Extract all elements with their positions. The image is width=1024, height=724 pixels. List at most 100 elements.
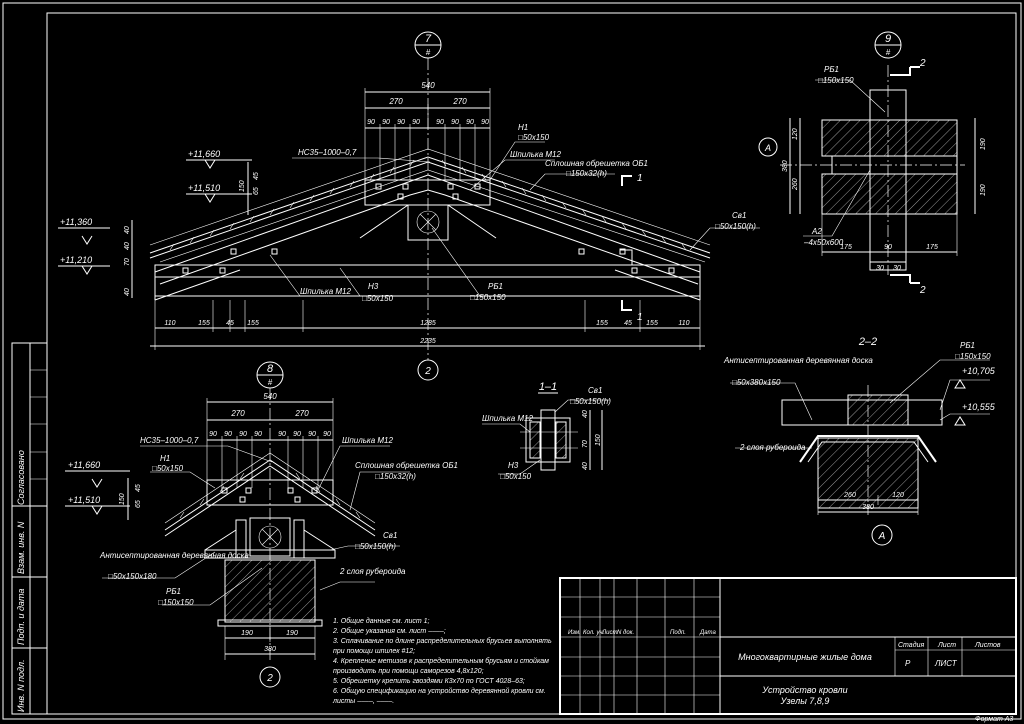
note-line: 1. Общие данные см. лист 1; <box>333 617 430 625</box>
svg-text:А2: А2 <box>811 227 822 236</box>
general-notes: 1. Общие данные см. лист 1; 2. Общие ука… <box>332 617 552 705</box>
svg-text:+11,360: +11,360 <box>60 217 92 227</box>
svg-text:1: 1 <box>637 173 643 184</box>
svg-text:155: 155 <box>247 320 259 327</box>
svg-text:110: 110 <box>164 320 175 327</box>
svg-text:2: 2 <box>919 285 926 296</box>
sheathing-ticks <box>169 159 687 251</box>
svg-text:Н3: Н3 <box>368 282 379 291</box>
svg-text:270: 270 <box>452 97 467 106</box>
side-stamp: Согласовано Взам. инв. N Подп. и дата Ин… <box>11 342 48 715</box>
levels-left: +11,660 +11,510 +11,360 +11,210 <box>58 149 252 275</box>
svg-text:90: 90 <box>884 244 892 251</box>
svg-text:Н1: Н1 <box>518 123 528 132</box>
svg-text:Сплошная обрешетка ОБ1: Сплошная обрешетка ОБ1 <box>545 159 648 168</box>
svg-text:□50х150(h): □50х150(h) <box>715 222 756 231</box>
svg-text:45: 45 <box>624 320 632 327</box>
svg-text:65: 65 <box>135 500 142 508</box>
svg-text:□50х150: □50х150 <box>500 472 532 481</box>
svg-text:Шпилька М12: Шпилька М12 <box>342 436 393 445</box>
svg-text:2 слоя рубероида: 2 слоя рубероида <box>739 443 806 452</box>
svg-text:1–1: 1–1 <box>539 381 557 393</box>
svg-text:380: 380 <box>862 504 874 511</box>
svg-text:Антисептированная деревянная д: Антисептированная деревянная доска <box>723 356 873 365</box>
svg-text:270: 270 <box>388 97 403 106</box>
svg-text:90: 90 <box>481 119 489 126</box>
svg-text:ЛИСТ: ЛИСТ <box>934 659 958 668</box>
svg-text:2–2: 2–2 <box>858 336 877 348</box>
svg-text:+11,660: +11,660 <box>188 149 220 159</box>
svg-text:90: 90 <box>382 119 390 126</box>
svg-text:90: 90 <box>436 119 444 126</box>
title-block: Изм. Кол. уч. Лист N док. Подп. Дата Мно… <box>559 577 1017 715</box>
note-line: 2. Общие указания см. лист ––––; <box>332 627 446 635</box>
note-line: при помощи шпилек #12; <box>333 648 415 655</box>
svg-text:РБ1: РБ1 <box>960 341 975 350</box>
svg-text:90: 90 <box>451 119 459 126</box>
svg-text:□50х380х150: □50х380х150 <box>732 378 781 387</box>
svg-text:40: 40 <box>582 410 589 418</box>
svg-text:90: 90 <box>278 431 286 438</box>
svg-text:90: 90 <box>466 119 474 126</box>
svg-text:Подп.: Подп. <box>670 630 686 636</box>
svg-text:90: 90 <box>254 431 262 438</box>
svg-text:□150х150: □150х150 <box>470 293 506 302</box>
svg-text:70: 70 <box>582 440 589 448</box>
svg-text:□150х150: □150х150 <box>818 76 854 85</box>
note-line: 5. Обрешетку крепить гвоздями К3х70 по Г… <box>333 677 525 685</box>
svg-text:Дата: Дата <box>699 630 716 636</box>
svg-text:70: 70 <box>124 258 131 266</box>
svg-text:540: 540 <box>263 392 277 401</box>
svg-text:Р: Р <box>905 659 911 668</box>
svg-text:Листов: Листов <box>974 642 1001 649</box>
node-marker-9: 9 # <box>874 31 902 59</box>
svg-text:Лист: Лист <box>601 630 617 636</box>
svg-text:90: 90 <box>308 431 316 438</box>
svg-text:Антисептированная деревянная д: Антисептированная деревянная доска <box>99 551 249 560</box>
stamp-agreed: Согласовано <box>16 450 26 505</box>
svg-text:РБ1: РБ1 <box>488 282 503 291</box>
svg-text:#: # <box>268 378 273 387</box>
svg-text:НС35–1000–0,7: НС35–1000–0,7 <box>298 148 357 157</box>
svg-text:175: 175 <box>840 244 852 251</box>
svg-text:A: A <box>878 531 886 542</box>
svg-text:270: 270 <box>294 409 309 418</box>
svg-text:1285: 1285 <box>420 320 436 327</box>
svg-text:Кол. уч.: Кол. уч. <box>583 630 604 636</box>
svg-text:190: 190 <box>980 138 987 150</box>
svg-text:8: 8 <box>267 363 274 375</box>
svg-text:155: 155 <box>596 320 608 327</box>
svg-text:Многоквартирные жилые дома: Многоквартирные жилые дома <box>738 652 872 662</box>
svg-text:1: 1 <box>637 312 643 323</box>
svg-text:90: 90 <box>367 119 375 126</box>
svg-text:380: 380 <box>264 646 276 653</box>
svg-text:РБ1: РБ1 <box>824 65 839 74</box>
svg-text:30: 30 <box>876 265 884 272</box>
svg-text:190: 190 <box>286 630 298 637</box>
svg-text:РБ1: РБ1 <box>166 587 181 596</box>
svg-text:190: 190 <box>241 630 253 637</box>
svg-text:Устройство кровли: Устройство кровли <box>761 685 847 695</box>
svg-text:270: 270 <box>230 409 245 418</box>
note-line: 6. Общую спецификацию на устройство дере… <box>333 687 546 695</box>
svg-text:+11,660: +11,660 <box>68 460 100 470</box>
svg-text:□50х150: □50х150 <box>152 464 184 473</box>
svg-text:190: 190 <box>980 184 987 196</box>
svg-text:Шпилька М12: Шпилька М12 <box>300 287 351 296</box>
svg-text:540: 540 <box>421 81 435 90</box>
svg-text:□150х32(h): □150х32(h) <box>375 472 416 481</box>
axis-2-main: 2 <box>424 366 431 377</box>
svg-text:Шпилька М12: Шпилька М12 <box>510 150 561 159</box>
main-elevation: 7 # <box>58 31 760 381</box>
stamp-sign-date: Подп. и дата <box>16 589 26 645</box>
svg-text:Св1: Св1 <box>383 531 397 540</box>
svg-text:Н3: Н3 <box>508 461 519 470</box>
svg-text:□50х150(h): □50х150(h) <box>570 397 611 406</box>
svg-text:45: 45 <box>135 484 142 492</box>
svg-text:Изм.: Изм. <box>568 630 581 636</box>
svg-text:40: 40 <box>582 462 589 470</box>
svg-text:380: 380 <box>782 160 789 172</box>
axis-2-detail: 2 <box>266 673 273 684</box>
